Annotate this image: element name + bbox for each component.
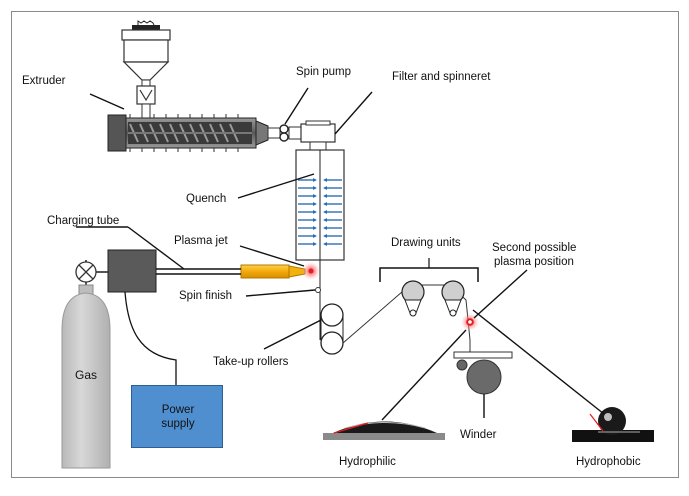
label-plasma-jet: Plasma jet (174, 235, 228, 247)
label-spin-pump: Spin pump (296, 66, 351, 78)
filter-spinneret (300, 120, 336, 151)
label-second-plasma-line2: plasma position (494, 256, 574, 268)
diagram-frame (11, 11, 679, 478)
plasma-glow-core-2 (466, 318, 474, 326)
label-power-supply: Power supply (161, 404, 195, 430)
label-gas: Gas (75, 368, 98, 382)
hopper (121, 20, 171, 119)
label-hydrophobic: Hydrophobic (576, 456, 641, 468)
winder (453, 340, 513, 395)
label-spin-finish: Spin finish (179, 290, 233, 302)
hydrophobic-droplet-image (572, 407, 654, 442)
spin-finish-applicator (315, 287, 321, 293)
label-quench: Quench (186, 193, 227, 205)
hydrophilic-droplet-image (323, 421, 445, 440)
drawing-units (379, 258, 479, 317)
label-winder: Winder (460, 429, 497, 441)
label-extruder: Extruder (22, 75, 66, 87)
label-drawing-units: Drawing units (391, 237, 461, 249)
plasma-glow-core-1 (308, 268, 314, 274)
spin-pump (279, 124, 302, 142)
charging-unit (107, 249, 241, 385)
take-up-rollers (320, 303, 344, 355)
label-filter-spinneret: Filter and spinneret (392, 71, 491, 83)
quench-airflow-arrows (298, 178, 342, 246)
plasma-jet (240, 264, 306, 279)
label-take-up-rollers: Take-up rollers (213, 356, 289, 368)
leader-lines (76, 87, 605, 421)
power-supply: Power supply (131, 385, 223, 448)
extruder (107, 114, 281, 152)
gas-cylinder (61, 260, 111, 469)
label-hydrophilic: Hydrophilic (339, 456, 396, 468)
quench-chamber (295, 149, 345, 340)
label-second-plasma-line1: Second possible (492, 242, 577, 254)
label-charging-tube: Charging tube (47, 215, 120, 227)
